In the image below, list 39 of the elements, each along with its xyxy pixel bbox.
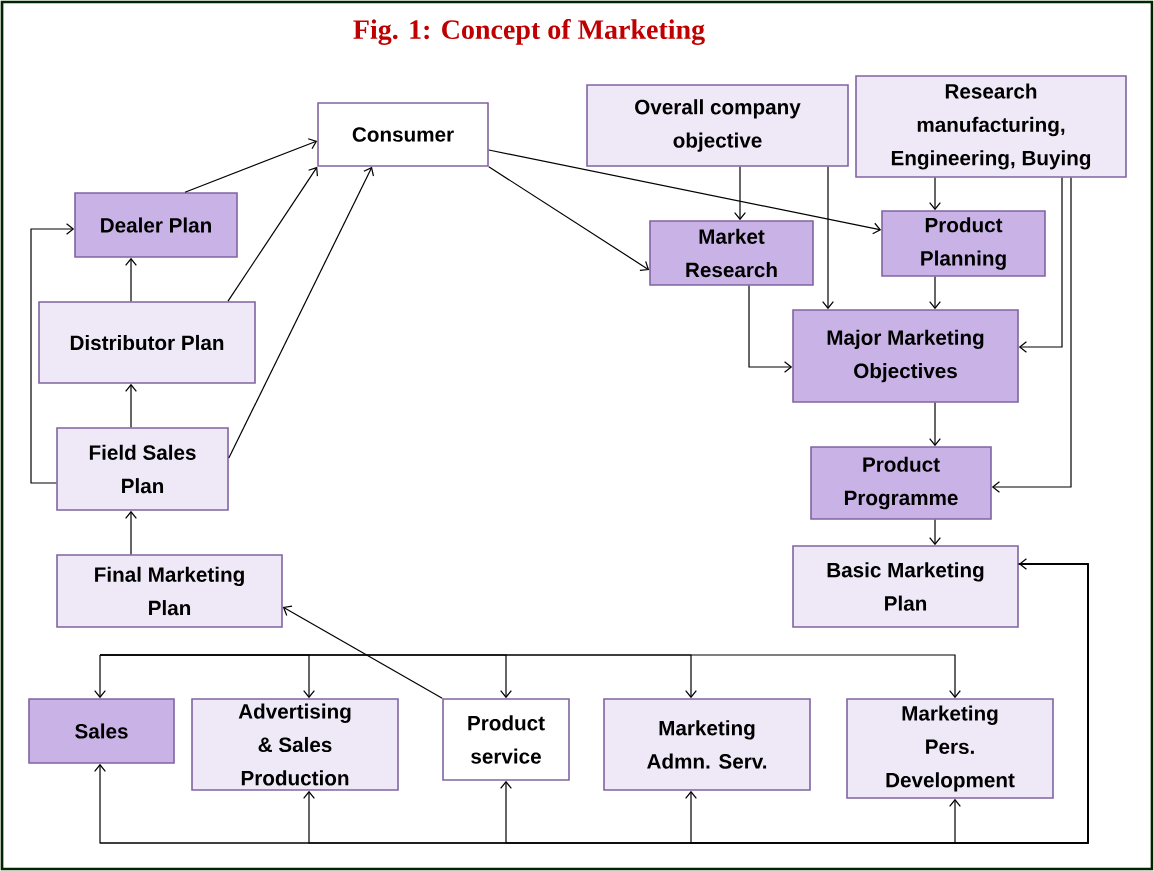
process-box: Advertising & Sales Production xyxy=(191,698,399,791)
process-box: Major Marketing Objectives xyxy=(792,309,1019,403)
arrow xyxy=(94,654,106,699)
process-box: Consumer xyxy=(317,102,489,167)
arrow xyxy=(1018,177,1063,353)
arrow xyxy=(488,166,650,271)
arrow xyxy=(125,257,137,302)
arrow xyxy=(929,519,941,546)
process-box: Dealer Plan xyxy=(74,192,238,258)
process-box: Research manufacturing, Engineering, Buying xyxy=(855,75,1127,178)
process-box: Field Sales Plan xyxy=(56,427,229,511)
arrow xyxy=(30,223,75,484)
arrow xyxy=(228,166,375,459)
arrow xyxy=(929,177,941,211)
process-box: Final Marketing Plan xyxy=(56,554,283,628)
arrow xyxy=(822,166,834,310)
arrow xyxy=(227,166,319,302)
process-box: Marketing Pers. Development xyxy=(846,698,1054,799)
process-box: Marketing Admn. Serv. xyxy=(603,698,811,791)
process-box: Overall company objective xyxy=(586,84,849,167)
arrow xyxy=(748,285,793,373)
process-box: Sales xyxy=(28,698,175,764)
arrow xyxy=(929,276,941,310)
arrow xyxy=(125,383,137,428)
arrow xyxy=(488,149,882,235)
arrow xyxy=(184,138,318,193)
title: Fig. 1: Concept of Marketing xyxy=(353,19,705,45)
arrow xyxy=(991,177,1072,493)
process-box: Market Research xyxy=(649,220,814,286)
arrow xyxy=(282,605,443,699)
process-box: Product Planning xyxy=(881,210,1046,277)
arrow xyxy=(99,654,961,699)
process-box: Product Programme xyxy=(810,446,992,520)
arrow xyxy=(125,510,137,555)
arrow xyxy=(929,402,941,447)
process-box: Product service xyxy=(442,698,570,781)
process-box: Distributor Plan xyxy=(38,301,256,384)
arrow xyxy=(734,166,746,221)
process-box: Basic Marketing Plan xyxy=(792,545,1019,628)
